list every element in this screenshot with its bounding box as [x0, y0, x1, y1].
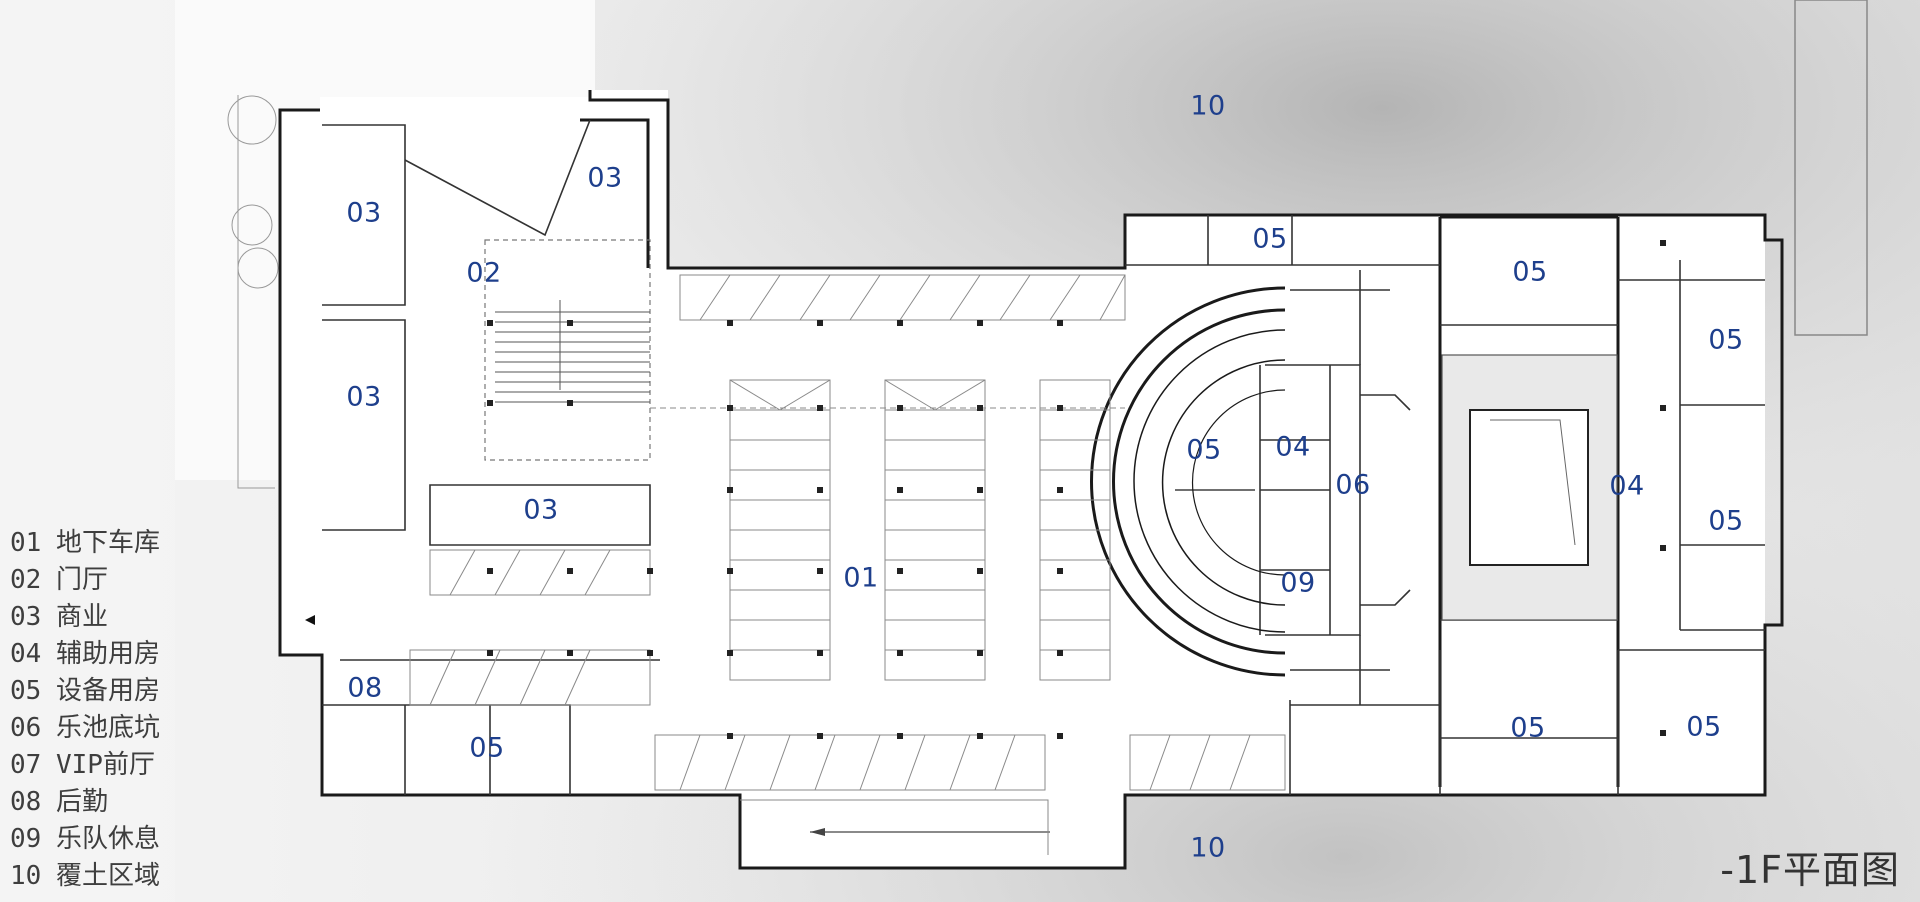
room-label-05-s: 05 — [1510, 712, 1546, 744]
room-label-05-ne: 05 — [1708, 324, 1744, 356]
room-label-10-south: 10 — [1190, 832, 1226, 864]
room-label-09: 09 — [1280, 567, 1316, 599]
room-label-05-n: 05 — [1252, 223, 1288, 255]
room-label-05-e: 05 — [1708, 505, 1744, 537]
atrium-void — [484, 239, 651, 461]
drawing-title: -1F平面图 — [1720, 848, 1900, 892]
structural-columns — [487, 240, 1666, 739]
interior-walls — [322, 119, 1765, 795]
room-label-03-ne: 03 — [587, 162, 623, 194]
room-label-04-auditorium: 04 — [1275, 431, 1311, 463]
auditorium-rings — [1090, 286, 1286, 677]
room-label-06: 06 — [1335, 469, 1371, 501]
room-label-08: 08 — [347, 672, 383, 704]
room-label-05-sw: 05 — [469, 732, 505, 764]
room-label-03-s: 03 — [523, 494, 559, 526]
room-label-10-north: 10 — [1190, 90, 1226, 122]
west-wing-fill — [280, 110, 320, 655]
room-label-05-auditorium: 05 — [1186, 434, 1222, 466]
room-label-05-top-block: 05 — [1512, 256, 1548, 288]
room-label-05-se: 05 — [1686, 711, 1722, 743]
landscape-strip — [227, 95, 279, 489]
room-label-01: 01 — [843, 562, 879, 594]
building-footprint — [320, 90, 1765, 868]
room-label-04-stage: 04 — [1609, 470, 1645, 502]
room-label-03-nw: 03 — [346, 197, 382, 229]
stage-void — [1469, 409, 1589, 566]
east-outline — [1794, 0, 1868, 336]
room-label-02: 02 — [466, 257, 502, 289]
room-label-03-w: 03 — [346, 381, 382, 413]
main-stair — [495, 300, 650, 403]
